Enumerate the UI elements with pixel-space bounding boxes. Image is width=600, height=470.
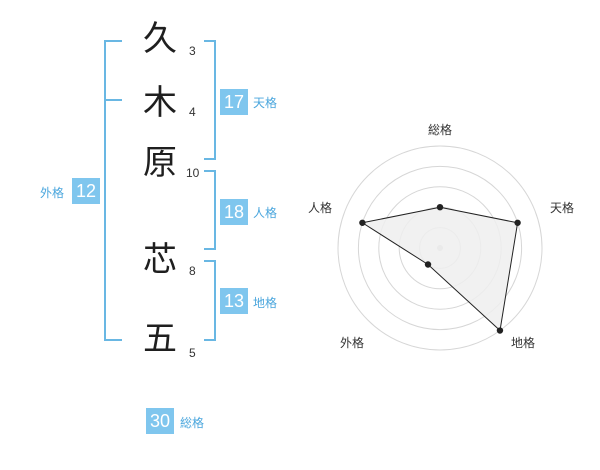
radar-point-4 xyxy=(359,219,366,226)
name-char-3: 原 xyxy=(143,143,177,183)
gaikaku-bracket-top xyxy=(104,40,122,42)
name-char-5: 五 xyxy=(143,319,177,359)
tenkaku-bracket-top xyxy=(204,40,216,42)
chikaku-bracket-vertical xyxy=(214,260,216,341)
chikaku-label: 地格 xyxy=(253,296,278,310)
tenkaku-label: 天格 xyxy=(253,96,278,110)
radar-point-3 xyxy=(424,261,432,268)
stroke-count-4: 8 xyxy=(189,264,196,278)
radar-point-2 xyxy=(496,327,504,334)
radar-label-gaikaku: 外格 xyxy=(340,336,365,350)
radar-label-jinkaku: 人格 xyxy=(308,201,333,215)
stroke-count-3: 10 xyxy=(186,166,200,180)
name-char-2: 木 xyxy=(143,83,177,123)
radar-label-tenkaku: 天格 xyxy=(550,201,575,215)
stroke-count-1: 3 xyxy=(189,44,196,58)
gaikaku-label: 外格 xyxy=(40,186,65,200)
chikaku-badge: 13 xyxy=(220,288,248,314)
jinkaku-badge: 18 xyxy=(220,199,248,225)
jinkaku-bracket-top xyxy=(204,170,216,172)
jinkaku-bracket-bottom xyxy=(204,248,216,250)
radar-label-chikaku: 地格 xyxy=(511,336,536,350)
tenkaku-badge: 17 xyxy=(220,89,248,115)
radar-label-soukaku: 総格 xyxy=(428,123,453,137)
name-char-4: 芯 xyxy=(143,240,177,280)
stroke-count-2: 4 xyxy=(189,105,196,119)
tenkaku-bracket-vertical xyxy=(214,40,216,160)
radar-series-shape xyxy=(361,206,519,332)
radar-point-1 xyxy=(514,219,521,226)
gaikaku-bracket-bottom xyxy=(104,339,122,341)
radar-ring xyxy=(357,165,523,331)
stroke-count-5: 5 xyxy=(189,346,196,360)
gaikaku-bracket-mid xyxy=(104,99,122,101)
chikaku-bracket-bottom xyxy=(204,339,216,341)
chikaku-bracket-top xyxy=(204,260,216,262)
gaikaku-bracket-vertical xyxy=(104,40,106,341)
gaikaku-badge: 12 xyxy=(72,178,100,204)
soukaku-label: 総格 xyxy=(180,416,205,430)
radar-ring xyxy=(337,145,543,351)
jinkaku-bracket-vertical xyxy=(214,170,216,250)
tenkaku-bracket-bottom xyxy=(204,158,216,160)
jinkaku-label: 人格 xyxy=(253,206,278,220)
name-char-1: 久 xyxy=(143,19,177,59)
radar-point-0 xyxy=(436,204,444,211)
soukaku-badge: 30 xyxy=(146,408,174,434)
